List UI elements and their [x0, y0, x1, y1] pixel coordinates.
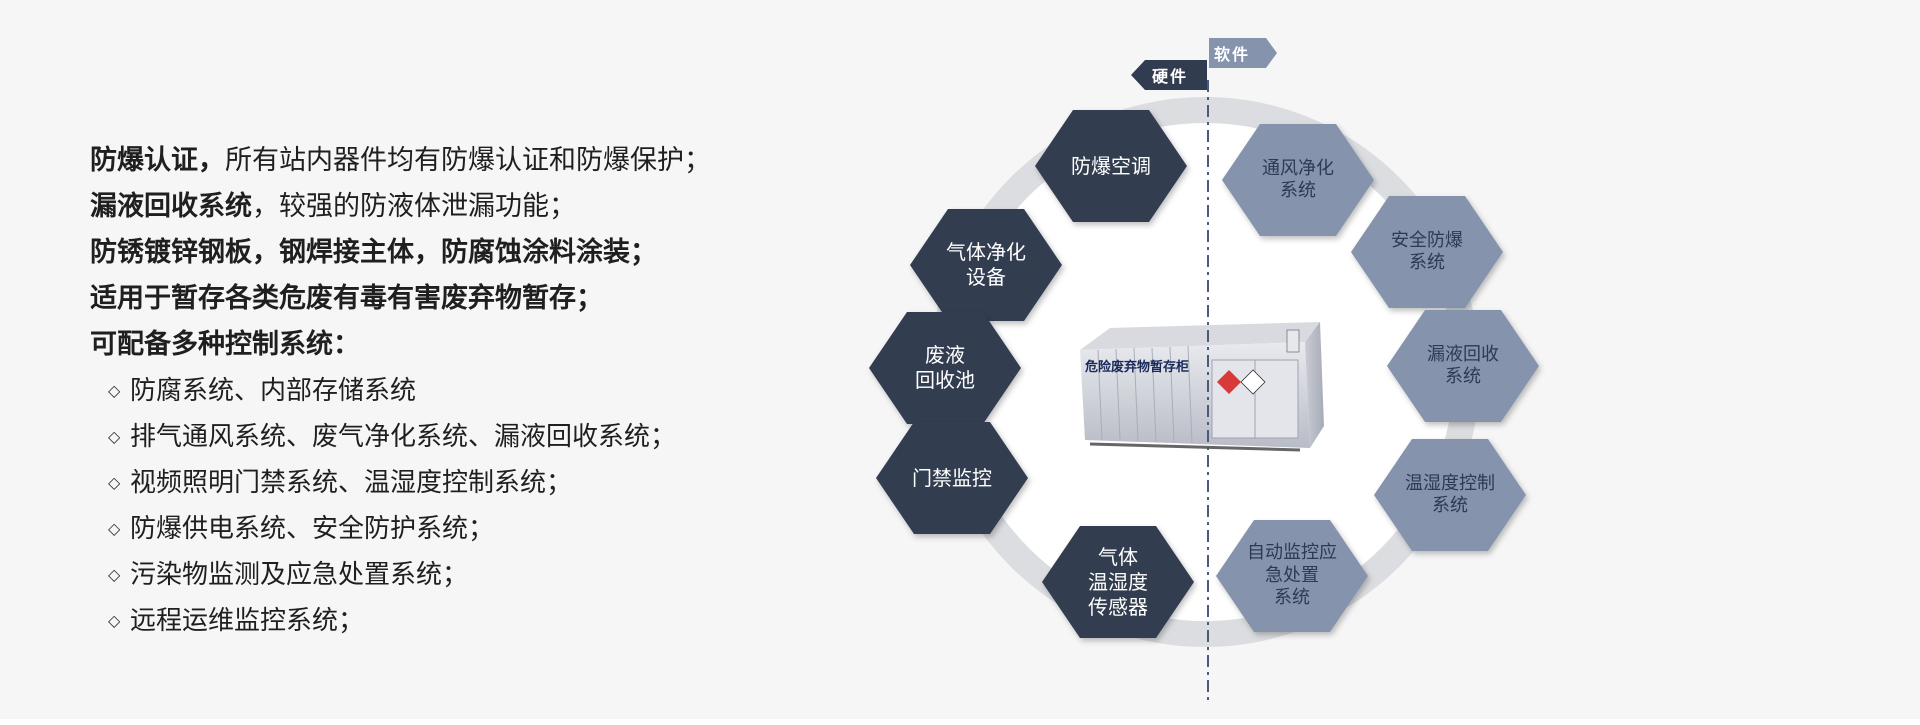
- bullet-item: ◇视频照明门禁系统、温湿度控制系统；: [90, 460, 810, 506]
- feature-line-5: 可配备多种控制系统：: [90, 329, 360, 360]
- bullet-item: ◇远程运维监控系统；: [90, 598, 810, 644]
- cabinet-illustration: 危险废弃物暂存柜: [1080, 322, 1324, 452]
- software-tag-label: 软件: [1214, 45, 1250, 64]
- hardware-tag: [1131, 60, 1207, 90]
- diamond-bullet-icon: ◇: [108, 565, 121, 584]
- hardware-hexagon: [869, 312, 1021, 424]
- hardware-software-diagram: 危险废弃物暂存柜 硬件 软件 防爆空调气体净化 设备废液 回收池门禁监控气体 温…: [840, 30, 1600, 710]
- hardware-hexagon: [1035, 110, 1187, 222]
- feature-line-2-bold: 漏液回收系统: [90, 191, 252, 222]
- diamond-bullet-icon: ◇: [108, 473, 121, 492]
- feature-line-3: 防锈镀锌钢板，钢焊接主体，防腐蚀涂料涂装；: [90, 237, 657, 268]
- hardware-tag-label: 硬件: [1152, 67, 1188, 86]
- diamond-bullet-icon: ◇: [108, 427, 121, 446]
- feature-line-1-bold: 防爆认证，: [90, 145, 225, 176]
- hex-layer: [869, 110, 1539, 638]
- feature-line-2-text: ，较强的防液体泄漏功能；: [252, 191, 576, 222]
- software-hexagon: [1222, 124, 1374, 236]
- diagram-canvas: 危险废弃物暂存柜 硬件 软件: [869, 38, 1539, 705]
- bullet-item: ◇防爆供电系统、安全防护系统；: [90, 506, 810, 552]
- feature-line-1: 防爆认证，所有站内器件均有防爆认证和防爆保护；: [90, 138, 810, 184]
- software-hexagon: [1374, 439, 1526, 551]
- hardware-hexagon: [1042, 526, 1194, 638]
- hardware-hexagon: [876, 422, 1028, 534]
- feature-line-2: 漏液回收系统，较强的防液体泄漏功能；: [90, 184, 810, 230]
- hardware-hexagon: [910, 209, 1062, 321]
- feature-list: 防爆认证，所有站内器件均有防爆认证和防爆保护； 漏液回收系统，较强的防液体泄漏功…: [90, 138, 810, 644]
- software-hexagon: [1387, 310, 1539, 422]
- diamond-bullet-icon: ◇: [108, 611, 121, 630]
- software-hexagon: [1351, 196, 1503, 308]
- cabinet-ribs: [1097, 345, 1193, 444]
- bullet-item: ◇污染物监测及应急处置系统；: [90, 552, 810, 598]
- cabinet-label: 危险废弃物暂存柜: [1085, 359, 1189, 375]
- software-tag: [1209, 38, 1277, 68]
- software-hexagon: [1216, 520, 1368, 632]
- feature-line-4: 适用于暂存各类危废有毒有害废弃物暂存；: [90, 283, 603, 314]
- diamond-bullet-icon: ◇: [108, 519, 121, 538]
- diamond-bullet-icon: ◇: [108, 381, 121, 400]
- bullet-item: ◇防腐系统、内部存储系统: [90, 368, 810, 414]
- bullet-item: ◇排气通风系统、废气净化系统、漏液回收系统；: [90, 414, 810, 460]
- feature-line-1-text: 所有站内器件均有防爆认证和防爆保护；: [225, 145, 711, 176]
- bottom-strip: [0, 719, 1920, 725]
